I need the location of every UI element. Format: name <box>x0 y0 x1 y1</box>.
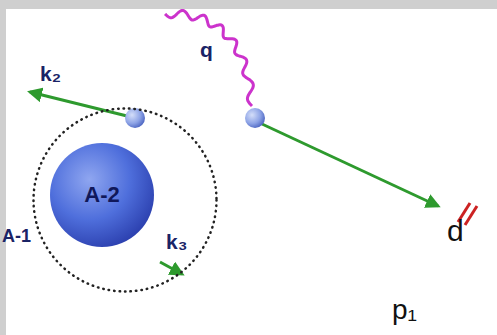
photon-label: q <box>200 38 213 62</box>
nucleon-ball <box>125 108 145 128</box>
momentum-label: p₁ <box>392 294 417 326</box>
nucleon-ball <box>245 108 265 128</box>
momentum-arrow <box>262 124 438 206</box>
photon-line <box>165 10 253 106</box>
nucleus-boundary: A-2A-1 <box>32 107 218 293</box>
momentum-arrow <box>160 262 182 274</box>
slide-frame <box>0 0 6 335</box>
momentum-label: k₃ <box>166 230 187 254</box>
detector-label: d <box>447 214 464 249</box>
momentum-label: k₂ <box>40 62 61 86</box>
node-label: A-1 <box>2 226 31 247</box>
core-ball: A-2 <box>50 143 154 247</box>
momentum-arrow <box>30 92 127 116</box>
node-label: A-2 <box>84 182 119 207</box>
slide-frame <box>0 0 497 9</box>
detector-symbol <box>465 206 477 225</box>
